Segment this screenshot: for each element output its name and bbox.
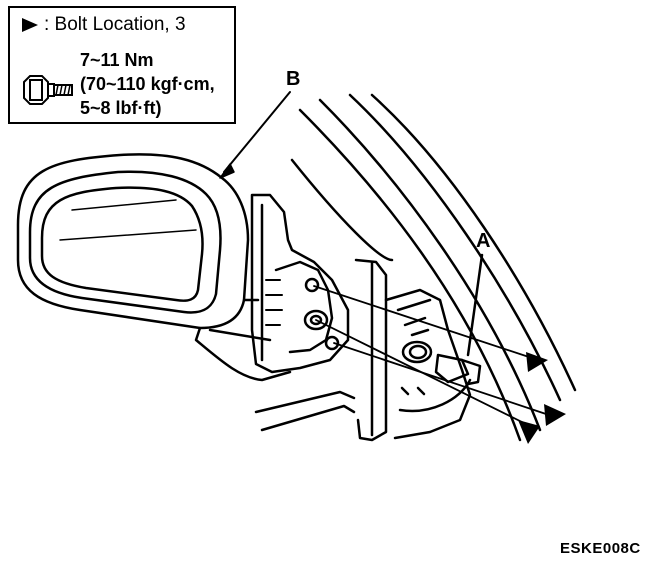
door-frame-lines [290,93,577,442]
torque-kgf: (70~110 kgf·cm, [80,74,215,94]
bolt-arrow-lower [518,420,540,444]
bolt-legend-box: : Bolt Location, 3 7~11 Nm (70~110 kgf·c… [8,6,236,124]
bolt-location-text: : Bolt Location, 3 [44,14,186,35]
bolt-alignment-lines [313,285,547,425]
torque-lbf: 5~8 lbf·ft) [80,98,162,118]
bolt-icon [23,75,73,105]
bolt-location-arrows [518,352,566,444]
outside-mirror [16,153,292,382]
leader-b [219,91,291,179]
bolt-location-legend: : Bolt Location, 3 [22,14,186,36]
callout-b: B [286,68,301,90]
mirror-base-bracket [250,193,350,374]
door-mount-panel [354,258,472,442]
torque-nm: 7~11 Nm [80,50,154,70]
bolt-arrow-upper [526,352,548,372]
callout-a: A [476,230,491,252]
arrow-marker-icon [22,18,38,32]
figure-code: ESKE008C [560,540,641,557]
torque-spec: 7~11 Nm (70~110 kgf·cm, 5~8 lbf·ft) [80,48,215,120]
bolt-arrow-middle [544,404,566,426]
door-sill-lines [254,390,356,432]
